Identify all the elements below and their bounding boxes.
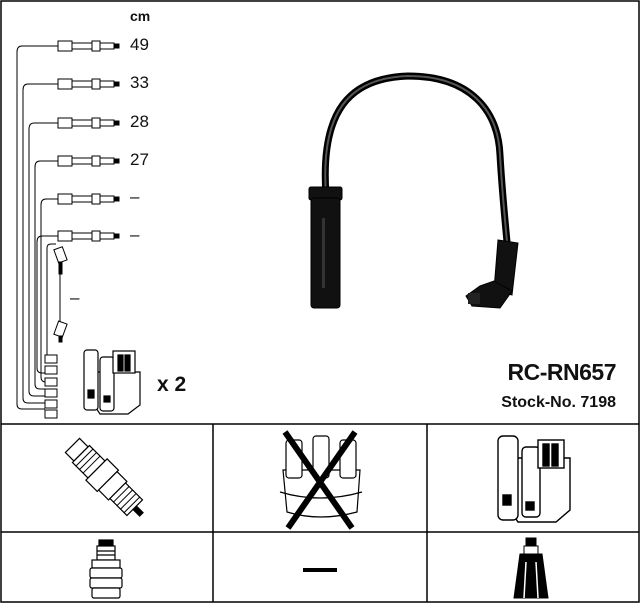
ignition-lead-illustration xyxy=(308,72,519,309)
lead-connector-2 xyxy=(57,78,120,90)
bundle-terminals xyxy=(44,354,58,419)
lead-connector-5 xyxy=(57,193,120,205)
coil-quantity: x 2 xyxy=(157,373,187,396)
ignition-coil-icon-large xyxy=(497,435,571,523)
lead-connector-3 xyxy=(57,117,120,129)
coil-lead xyxy=(53,246,68,343)
lead-length-1: 49 xyxy=(130,35,149,54)
product-code: RC-RN657 xyxy=(507,359,617,385)
coil-lead-length: – xyxy=(70,288,80,307)
lead-length-6: – xyxy=(130,225,140,244)
plug-connector-icon xyxy=(89,539,123,599)
lead-length-2: 33 xyxy=(130,73,149,92)
stock-number: Stock-No. 7198 xyxy=(501,394,616,411)
lead-connector-1 xyxy=(57,40,120,52)
lead-length-3: 28 xyxy=(130,112,149,131)
distributor-cap-icon xyxy=(279,430,363,530)
lead-connectors xyxy=(57,40,120,242)
cap-connector-none: — xyxy=(303,568,337,572)
lead-length-4: 27 xyxy=(130,150,149,169)
lead-connector-6 xyxy=(57,230,120,242)
lead-length-5: – xyxy=(130,187,140,206)
unit-label: cm xyxy=(130,8,151,24)
coil-connector-icon xyxy=(513,537,549,599)
ignition-coil-icon xyxy=(83,349,141,415)
spark-plug-icon xyxy=(64,437,144,517)
lead-bundle xyxy=(16,45,58,410)
lead-connector-4 xyxy=(57,155,120,167)
